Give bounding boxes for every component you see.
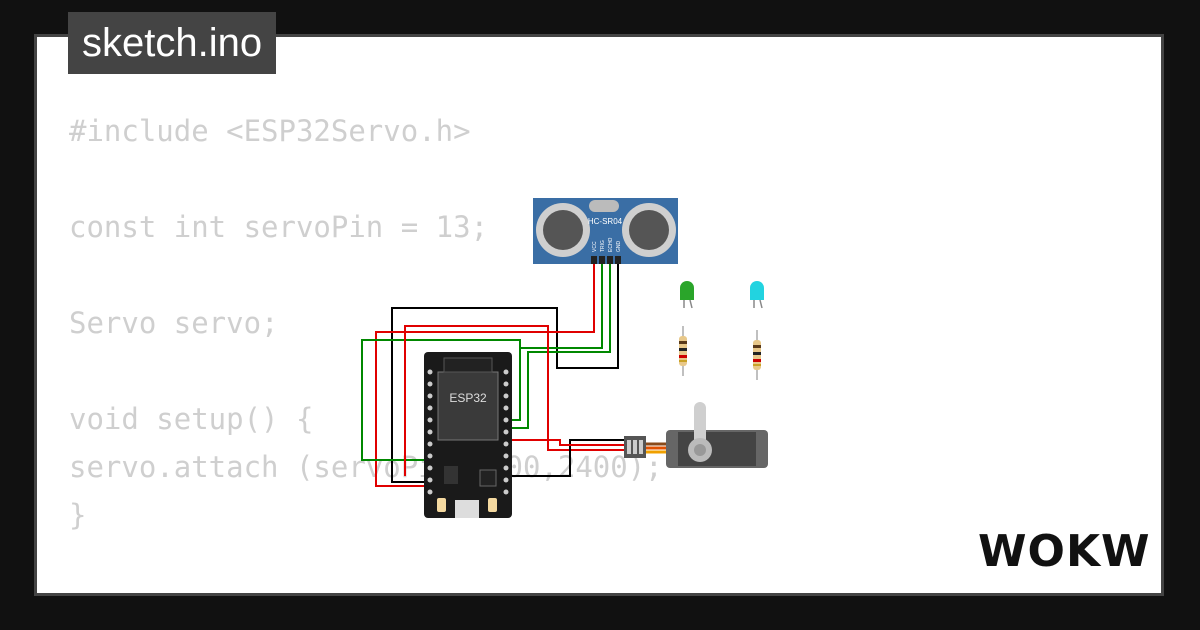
wire-red-servo-2[interactable] (508, 439, 624, 446)
wokwi-logo-text: WOKWI (978, 526, 1150, 576)
resistor-1[interactable] (679, 326, 687, 376)
led-green[interactable] (680, 281, 694, 309)
wire-black-servo[interactable] (512, 439, 624, 477)
esp32-label: ESP32 (449, 391, 487, 405)
code-card: #include <ESP32Servo.h> const int servoP… (34, 34, 1164, 596)
sensor-pin-echo: ECHO (608, 237, 614, 252)
wire-green-loop[interactable] (361, 339, 521, 461)
code-line-7: void setup() { (69, 402, 314, 436)
sensor-pin-trig: TRIG (600, 240, 606, 252)
resistor-2[interactable] (753, 330, 761, 380)
wokwi-logo: WOKWI (978, 526, 1150, 576)
esp32-pins (427, 369, 509, 495)
code-line-3: const int servoPin = 13; (69, 210, 489, 244)
servo-motor[interactable] (624, 402, 768, 468)
code-line-9: } (69, 498, 87, 532)
code-line-1: #include <ESP32Servo.h> (69, 114, 471, 148)
wire-red-vcc[interactable] (375, 262, 595, 487)
sensor-label: HC-SR04 (588, 217, 623, 226)
wire-red-servo[interactable] (404, 325, 624, 476)
code-line-5: Servo servo; (69, 306, 279, 340)
code-editor[interactable]: #include <ESP32Servo.h> const int servoP… (69, 107, 663, 593)
hc-sr04-sensor[interactable]: HC-SR04 VCC TRIG ECHO GND (533, 198, 678, 264)
wire-green-trig[interactable] (508, 262, 603, 421)
file-tab[interactable]: sketch.ino (68, 12, 277, 74)
wire-black-gnd[interactable] (391, 262, 619, 483)
led-cyan[interactable] (750, 281, 764, 309)
wire-green-echo[interactable] (508, 262, 611, 429)
wires (361, 262, 624, 487)
esp32-board[interactable]: ESP32 (424, 352, 512, 518)
bottom-mask (34, 596, 1164, 630)
sensor-pin-gnd: GND (616, 241, 622, 253)
sensor-pin-vcc: VCC (592, 241, 598, 252)
